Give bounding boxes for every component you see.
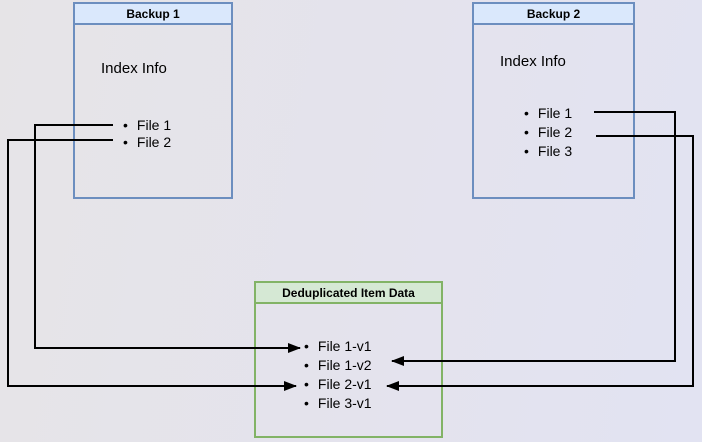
backup2-node: Backup 2 Index Info File 1File 2File 3 [472, 2, 635, 199]
file-list-item: File 2 [524, 123, 572, 142]
backup1-index-info-label: Index Info [101, 60, 167, 77]
backup2-title: Backup 2 [474, 4, 633, 25]
dedup-item-list: File 1-v1File 1-v2File 2-v1File 3-v1 [304, 337, 372, 413]
backup1-title: Backup 1 [75, 4, 231, 25]
file-list-item: File 2-v1 [304, 375, 372, 394]
file-list-item: File 1 [123, 117, 171, 134]
file-list-item: File 3-v1 [304, 394, 372, 413]
backup1-node: Backup 1 Index Info File 1File 2 [73, 2, 233, 199]
file-list-item: File 1 [524, 104, 572, 123]
backup2-index-info-label: Index Info [500, 53, 566, 70]
file-list-item: File 3 [524, 142, 572, 161]
backup2-file-list: File 1File 2File 3 [524, 104, 572, 161]
file-list-item: File 1-v1 [304, 337, 372, 356]
file-list-item: File 2 [123, 134, 171, 151]
file-list-item: File 1-v2 [304, 356, 372, 375]
dedup-title: Deduplicated Item Data [256, 283, 441, 304]
backup1-file-list: File 1File 2 [123, 117, 171, 151]
deduplicated-item-data-node: Deduplicated Item Data File 1-v1File 1-v… [254, 281, 443, 438]
